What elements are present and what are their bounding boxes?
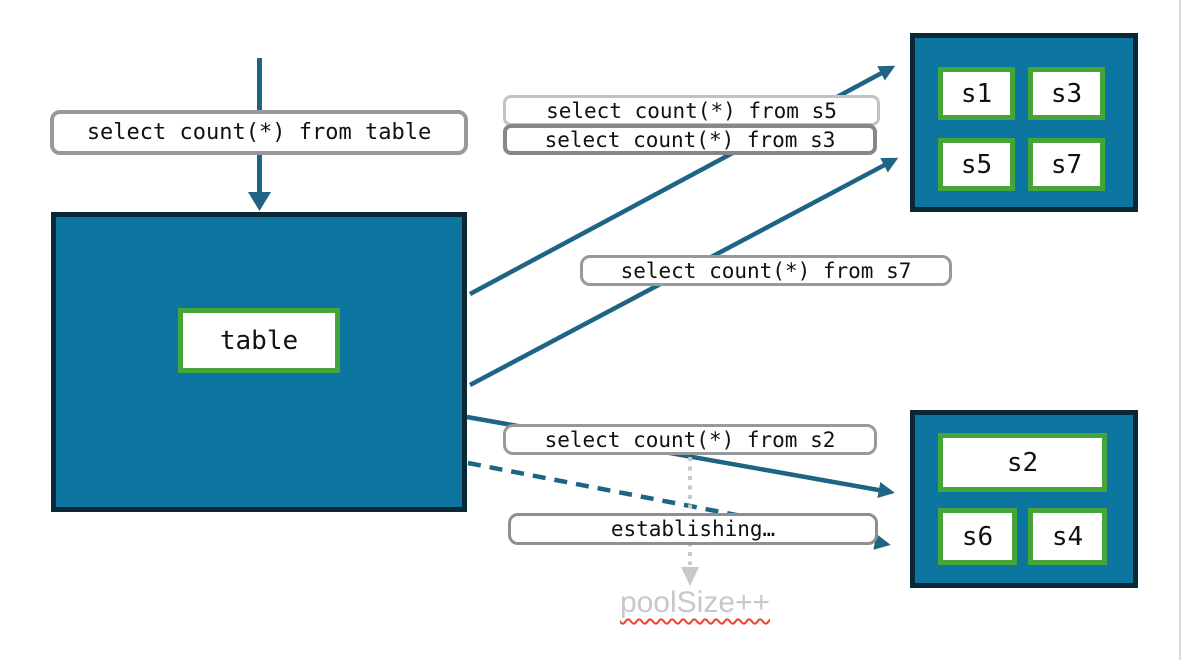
- shard-s7-label: s7: [1050, 149, 1083, 180]
- shard-s3-label: s3: [1050, 78, 1083, 109]
- shard-s5-label: s5: [960, 149, 993, 180]
- shard-s4: s4: [1028, 508, 1107, 565]
- shard-s1: s1: [938, 67, 1015, 120]
- top-shard-group-box: s1 s3 s5 s7: [910, 33, 1138, 212]
- bottom-shard-group-box: s2 s6 s4: [910, 410, 1138, 588]
- shard-s3: s3: [1028, 67, 1105, 120]
- shard-s7: s7: [1028, 138, 1105, 191]
- query-label-from-s7: select count(*) from s7: [580, 255, 952, 286]
- shard-s6: s6: [938, 508, 1017, 565]
- slide-edge-divider: [1179, 0, 1181, 660]
- query-label-from-s5: select count(*) from s5: [503, 95, 880, 126]
- query-label-from-s2: select count(*) from s2: [503, 424, 877, 455]
- shard-s1-label: s1: [960, 78, 993, 109]
- status-label-establishing: establishing…: [508, 513, 878, 545]
- table-box: table: [178, 308, 340, 373]
- table-container-box: table: [51, 212, 467, 512]
- shard-s4-label: s4: [1051, 521, 1084, 552]
- query-label-from-s3: select count(*) from s3: [503, 124, 877, 155]
- arrowhead-query-into-table-icon: [248, 192, 271, 211]
- shard-s2-label: s2: [1006, 447, 1039, 478]
- shard-s5: s5: [938, 138, 1015, 191]
- arrowhead-poolsize-icon: [681, 567, 699, 586]
- shard-s2: s2: [938, 433, 1107, 492]
- query-label-from-table: select count(*) from table: [50, 110, 468, 155]
- table-label: table: [219, 325, 299, 356]
- shard-s6-label: s6: [961, 521, 994, 552]
- pool-size-note: poolSize++: [619, 586, 771, 619]
